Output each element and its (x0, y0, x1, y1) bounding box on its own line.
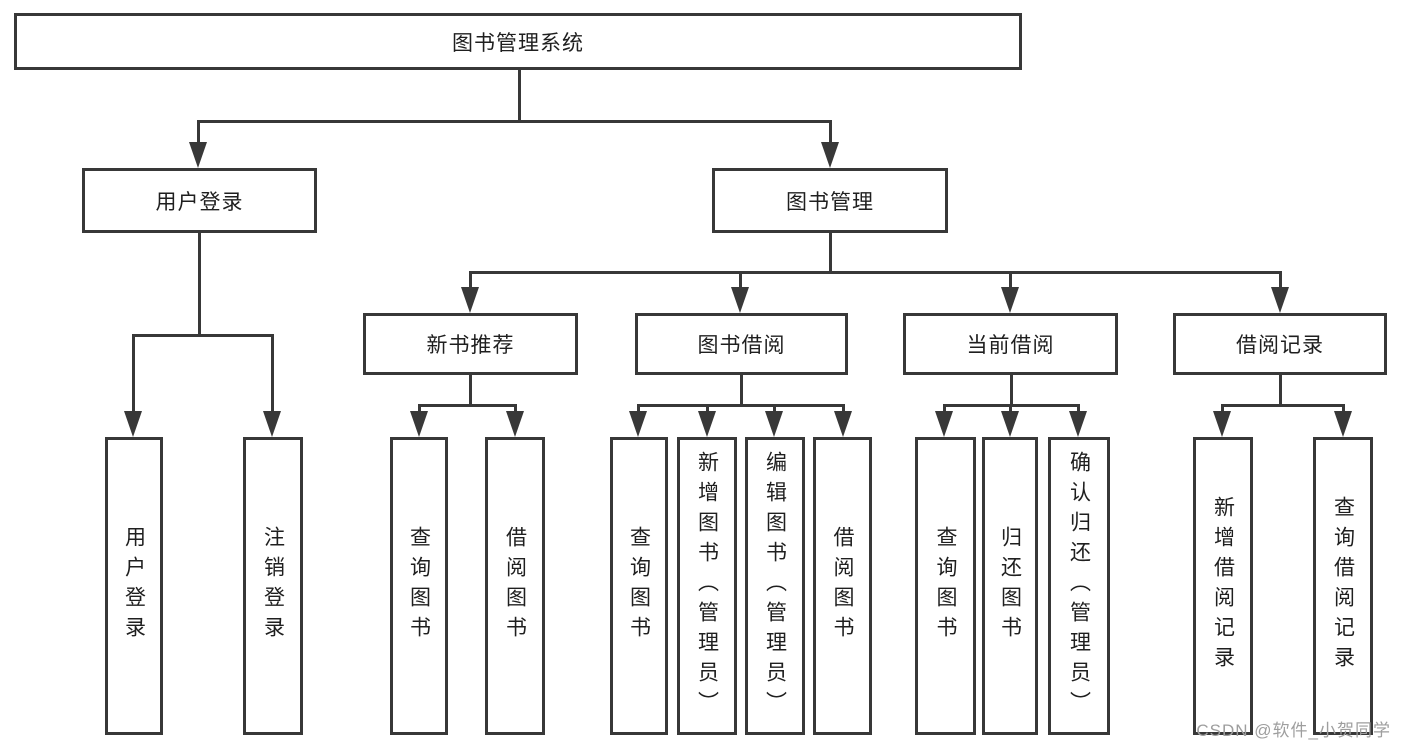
connector-root-arm-left (197, 120, 200, 150)
arrowhead-borrow-books-recommend (506, 411, 524, 437)
arrowhead-user-login (189, 142, 207, 168)
node-current-borrowing: 当前借阅 (903, 313, 1118, 375)
arrowhead-borrowing-records (1271, 287, 1289, 313)
arrowhead-query-books-current (935, 411, 953, 437)
leaf-return-book: 归还图书 (982, 437, 1038, 735)
arrowhead-leaf-logout (263, 411, 281, 437)
arrowhead-borrow-books-borrowing (834, 411, 852, 437)
watermark-text: CSDN @软件_小贺同学 (1196, 721, 1391, 740)
leaf-logout: 注销登录 (243, 437, 303, 735)
arrowhead-new-book-recommendation (461, 287, 479, 313)
connector-bookmgmt-stem (829, 233, 832, 274)
node-user-login: 用户登录 (82, 168, 317, 233)
connector-bookmgmt-crossbar (469, 271, 1282, 274)
arrowhead-return-book (1001, 411, 1019, 437)
arrowhead-query-borrow-record (1334, 411, 1352, 437)
arrowhead-edit-book-admin (765, 411, 783, 437)
leaf-user-login: 用户登录 (105, 437, 163, 735)
connector-bookmgmt-arm-2 (739, 271, 742, 291)
arrowhead-confirm-return-admin (1069, 411, 1087, 437)
connector-borrowing-crossbar (637, 404, 845, 407)
connector-bookmgmt-arm-3 (1009, 271, 1012, 291)
node-new-book-recommendation: 新书推荐 (363, 313, 578, 375)
connector-root-stem (518, 70, 521, 123)
connector-userlogin-arm-right (271, 334, 274, 416)
leaf-borrow-books-recommend: 借阅图书 (485, 437, 545, 735)
connector-userlogin-crossbar (132, 334, 274, 337)
connector-userlogin-stem (198, 233, 201, 337)
connector-recommend-stem (469, 375, 472, 407)
connector-bookmgmt-arm-1 (469, 271, 472, 291)
leaf-query-books-borrowing: 查询图书 (610, 437, 668, 735)
connector-recommend-crossbar (418, 404, 517, 407)
leaf-confirm-return-admin: 确认归还（管理员） (1048, 437, 1110, 735)
arrowhead-book-management (821, 142, 839, 168)
connector-borrowing-stem (740, 375, 743, 407)
arrowhead-query-books-borrowing (629, 411, 647, 437)
arrowhead-add-book-admin (698, 411, 716, 437)
node-book-management: 图书管理 (712, 168, 948, 233)
connector-current-stem (1010, 375, 1013, 407)
node-library-management-system: 图书管理系统 (14, 13, 1022, 70)
connector-records-crossbar (1221, 404, 1345, 407)
leaf-query-borrow-record: 查询借阅记录 (1313, 437, 1373, 735)
arrowhead-query-books-recommend (410, 411, 428, 437)
leaf-query-books-recommend: 查询图书 (390, 437, 448, 735)
arrowhead-leaf-user-login (124, 411, 142, 437)
arrowhead-current-borrowing (1001, 287, 1019, 313)
leaf-add-borrow-record: 新增借阅记录 (1193, 437, 1253, 735)
node-book-borrowing: 图书借阅 (635, 313, 848, 375)
connector-root-arm-right (829, 120, 832, 150)
leaf-borrow-books-borrowing: 借阅图书 (813, 437, 872, 735)
arrowhead-book-borrowing (731, 287, 749, 313)
connector-root-crossbar (197, 120, 831, 123)
leaf-add-book-admin: 新增图书（管理员） (677, 437, 737, 735)
leaf-query-books-current: 查询图书 (915, 437, 976, 735)
arrowhead-add-borrow-record (1213, 411, 1231, 437)
connector-bookmgmt-arm-4 (1279, 271, 1282, 291)
connector-records-stem (1279, 375, 1282, 407)
node-borrowing-records: 借阅记录 (1173, 313, 1387, 375)
leaf-edit-book-admin: 编辑图书（管理员） (745, 437, 805, 735)
connector-userlogin-arm-left (132, 334, 135, 416)
